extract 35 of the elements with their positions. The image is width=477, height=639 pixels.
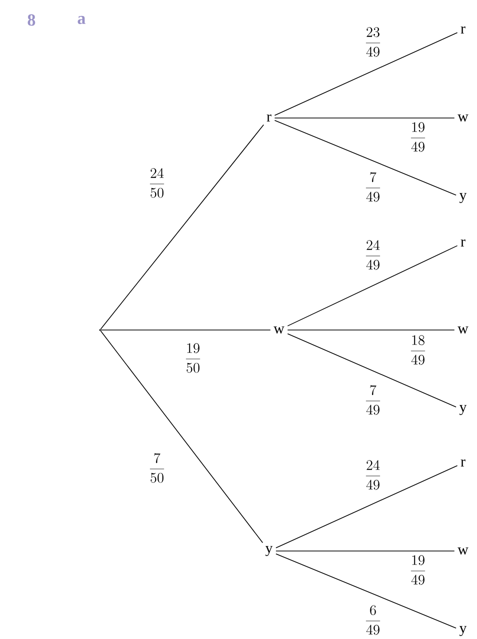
branch-line xyxy=(276,553,456,629)
probability-fraction: $\frac{7}{50}$ xyxy=(150,453,164,483)
branch-line xyxy=(276,550,455,552)
question-number: 8 xyxy=(28,14,36,26)
outcome-label: y xyxy=(265,546,273,556)
branch-line xyxy=(274,32,458,116)
branch-line xyxy=(274,120,456,196)
probability-fraction: $\frac{18}{49}$ xyxy=(410,335,426,365)
outcome-label: w xyxy=(458,114,468,122)
probability-fraction: $\frac{24}{50}$ xyxy=(150,168,164,198)
probability-fraction: $\frac{7}{49}$ xyxy=(366,172,380,202)
branch-line xyxy=(100,330,264,544)
probability-fraction: $\frac{19}{50}$ xyxy=(186,343,200,373)
outcome-label: r xyxy=(266,114,272,122)
outcome-label: w xyxy=(274,326,284,334)
probability-fraction: $\frac{24}{49}$ xyxy=(366,240,380,270)
outcome-label: r xyxy=(460,26,466,34)
question-number: a xyxy=(78,16,86,24)
probability-fraction: $\frac{23}{49}$ xyxy=(366,27,380,57)
branch-line xyxy=(287,333,456,408)
outcome-label: w xyxy=(458,548,468,555)
outcome-label: r xyxy=(460,239,466,247)
probability-fraction: $\frac{6}{49}$ xyxy=(366,605,380,635)
branch-line xyxy=(287,245,458,326)
probability-fraction: $\frac{24}{49}$ xyxy=(366,460,380,490)
outcome-label: y xyxy=(459,404,467,416)
probability-fraction: $\frac{19}{49}$ xyxy=(410,555,426,585)
probability-fraction: $\frac{7}{49}$ xyxy=(366,385,380,415)
outcome-label: y xyxy=(459,626,467,636)
probability-fraction: $\frac{19}{49}$ xyxy=(410,122,426,152)
outcome-label: r xyxy=(460,459,466,467)
branch-line xyxy=(276,465,458,548)
branch-line xyxy=(100,124,264,330)
outcome-label: w xyxy=(458,326,468,334)
outcome-label: y xyxy=(459,192,467,204)
